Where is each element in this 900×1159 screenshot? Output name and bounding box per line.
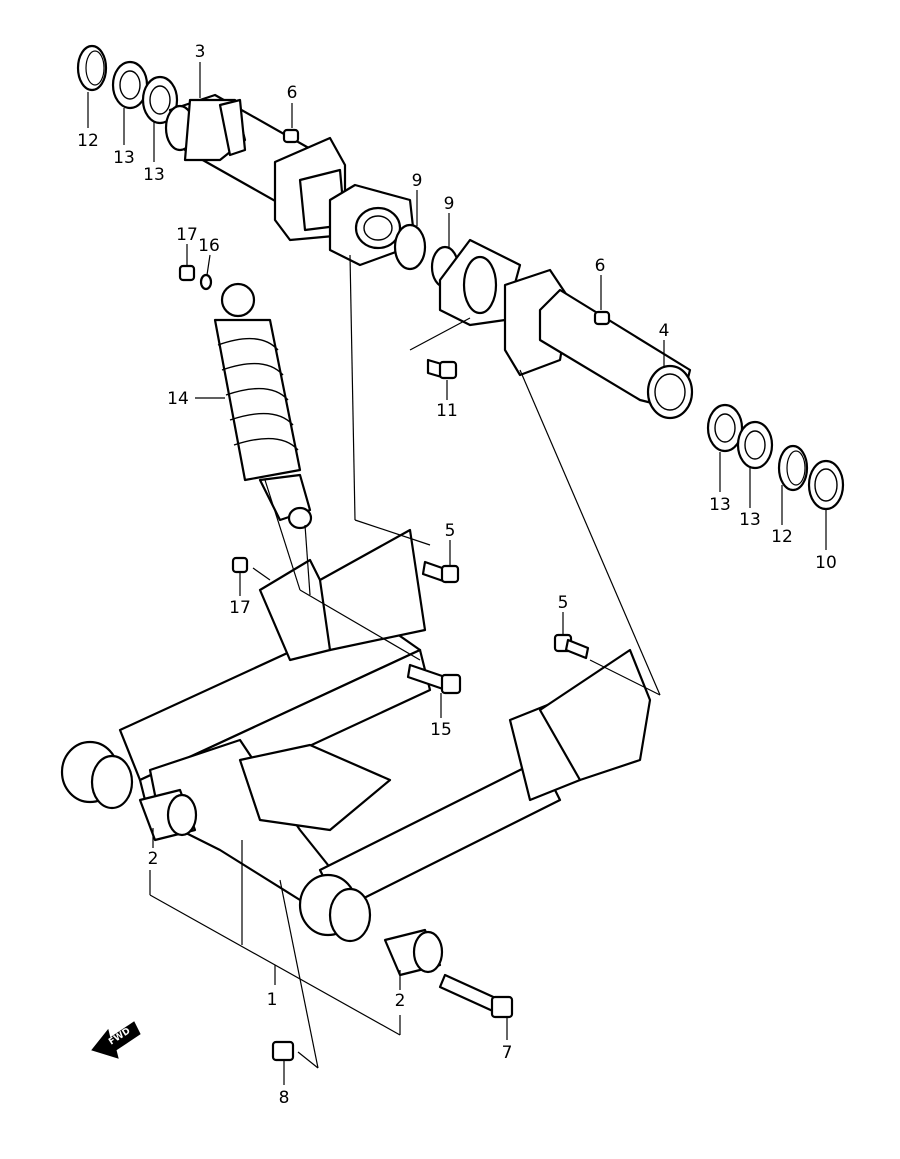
- callout-6a: 6: [287, 83, 298, 103]
- callout-17a: 17: [176, 225, 198, 245]
- nut-8: [271, 1040, 295, 1062]
- callout-10: 10: [815, 553, 837, 573]
- circlip-left: [76, 44, 108, 92]
- callout-2a: 2: [148, 849, 159, 869]
- washer-16: [199, 273, 213, 291]
- callout-15: 15: [430, 720, 452, 740]
- callout-3: 3: [195, 42, 206, 62]
- callout-11: 11: [436, 401, 458, 421]
- callout-17b: 17: [229, 598, 251, 618]
- bearing-right-inner: [736, 420, 774, 470]
- bolt-15: [406, 663, 462, 695]
- callout-5a: 5: [445, 521, 456, 541]
- bolt-11: [426, 358, 458, 380]
- callout-6b: 6: [595, 256, 606, 276]
- callout-14: 14: [167, 389, 189, 409]
- callout-16: 16: [198, 236, 220, 256]
- bushing-2b: [383, 928, 444, 977]
- callout-1: 1: [267, 990, 278, 1010]
- nut-6b: [593, 310, 611, 326]
- alignment-lines: [149, 254, 661, 1069]
- callout-5b: 5: [558, 593, 569, 613]
- right-axle-housing: [503, 268, 694, 420]
- pivot-bolt-7: [438, 973, 514, 1019]
- swing-arm: [60, 528, 652, 943]
- callout-8: 8: [279, 1088, 290, 1108]
- fwd-arrow-icon: FWD: [91, 1021, 141, 1059]
- callout-12b: 12: [771, 527, 793, 547]
- callout-7: 7: [502, 1043, 513, 1063]
- flange-plate-right: [438, 238, 522, 327]
- bolt-5b: [553, 633, 590, 660]
- callout-13c: 13: [709, 495, 731, 515]
- bearing-left-outer: [111, 60, 149, 110]
- leader-lines: [87, 62, 827, 1085]
- left-axle-housing: [164, 93, 347, 242]
- callout-9a: 9: [412, 171, 423, 191]
- callout-9b: 9: [444, 194, 455, 214]
- bearing-left-inner: [141, 75, 179, 125]
- shock-absorber: [213, 282, 313, 530]
- callout-4: 4: [659, 321, 670, 341]
- o-ring-left: [393, 223, 427, 271]
- callout-13b: 13: [143, 165, 165, 185]
- bolt-5a: [421, 560, 460, 584]
- callout-13a: 13: [113, 148, 135, 168]
- nut-17b: [231, 556, 249, 574]
- callout-12a: 12: [77, 131, 99, 151]
- nut-17a: [178, 264, 196, 282]
- callout-2b: 2: [395, 991, 406, 1011]
- nut-6a: [282, 128, 300, 144]
- callout-13d: 13: [739, 510, 761, 530]
- bearing-right-outer: [706, 403, 744, 453]
- seal-10: [807, 459, 845, 511]
- bushing-2a: [138, 788, 198, 842]
- circlip-right: [777, 444, 809, 492]
